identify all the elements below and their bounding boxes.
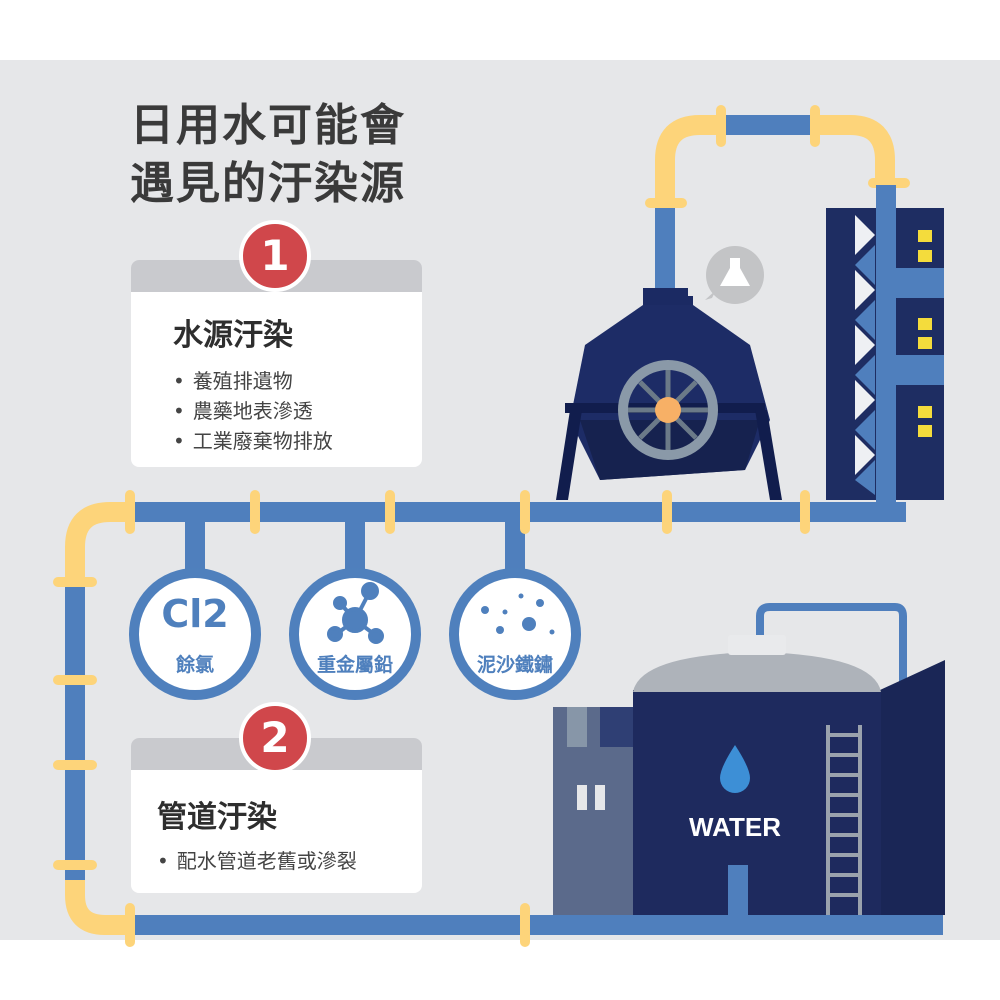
lead-circle bbox=[289, 568, 421, 700]
ladder bbox=[826, 725, 862, 915]
contaminant-circles bbox=[129, 568, 581, 700]
water-tank: WATER bbox=[553, 603, 945, 915]
factory-building bbox=[826, 185, 944, 515]
title-line-2: 遇見的汙染源 bbox=[130, 158, 406, 209]
sediment-circle bbox=[449, 568, 581, 700]
list-item: 配水管道老舊或滲裂 bbox=[157, 846, 422, 876]
reactor-tank bbox=[556, 288, 782, 500]
molecule-icon bbox=[327, 582, 384, 644]
water-drop-icon bbox=[720, 745, 750, 793]
number-badge-1: 1 bbox=[239, 220, 311, 292]
particles-icon bbox=[481, 593, 555, 635]
list-item: 養殖排遺物 bbox=[173, 366, 422, 396]
contaminant-label-sediment: 泥沙鐵鏽 bbox=[476, 654, 553, 676]
page-title: 日用水可能會 遇見的汙染源 bbox=[130, 97, 406, 213]
list-item: 工業廢棄物排放 bbox=[173, 426, 422, 456]
chlorine-icon: Cl2 bbox=[161, 592, 229, 636]
number-badge-2: 2 bbox=[239, 702, 311, 774]
main-pipe-network bbox=[53, 490, 943, 947]
title-line-1: 日用水可能會 bbox=[130, 100, 406, 151]
contaminant-label-lead: 重金屬鉛 bbox=[316, 654, 393, 676]
chlorine-circle bbox=[129, 568, 261, 700]
tank-label: WATER bbox=[689, 812, 781, 842]
contaminant-label-chlorine: 餘氯 bbox=[175, 654, 214, 676]
card-heading: 水源汙染 bbox=[173, 318, 293, 353]
flask-bubble-icon bbox=[705, 246, 764, 304]
list-item: 農藥地表滲透 bbox=[173, 396, 422, 426]
card-heading: 管道汙染 bbox=[157, 800, 277, 835]
